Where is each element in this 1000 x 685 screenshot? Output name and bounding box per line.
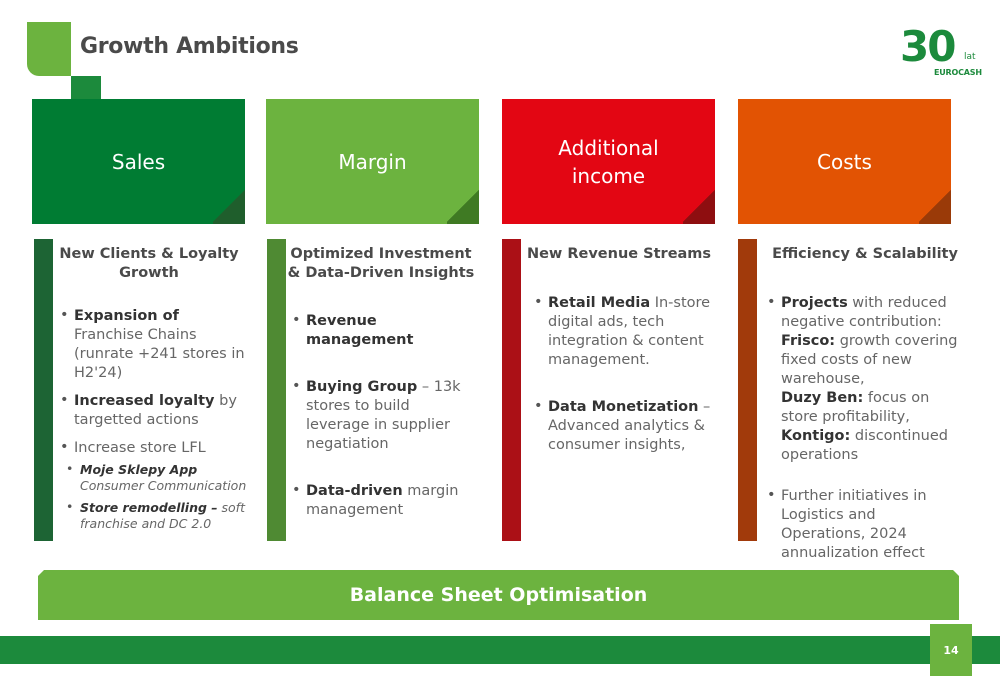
page-number: 14 bbox=[930, 624, 972, 676]
card-title: Sales bbox=[111, 149, 166, 174]
page-curl-icon bbox=[447, 188, 479, 224]
list-item: Increased loyalty by targetted actions bbox=[60, 391, 250, 430]
column-bar-costs bbox=[738, 239, 757, 541]
sub-list-item: Moje Sklepy App Consumer Communication bbox=[66, 461, 250, 494]
column-bar-additional-income bbox=[502, 239, 521, 541]
list-item: Retail Media In-store digital ads, tech … bbox=[534, 293, 719, 370]
corner-decoration bbox=[27, 22, 71, 76]
column-bar-margin bbox=[267, 239, 286, 541]
card-title: Additional income bbox=[558, 135, 659, 188]
card-margin: Margin bbox=[266, 99, 479, 224]
column-heading-additional-income: New Revenue Streams bbox=[526, 246, 712, 262]
page-curl-icon bbox=[683, 188, 715, 224]
column-bar-sales bbox=[34, 239, 53, 541]
page-curl-icon bbox=[213, 188, 245, 224]
page-curl-icon bbox=[919, 188, 951, 224]
list-item: Data Monetization – Advanced analytics &… bbox=[534, 397, 719, 455]
additional-income-list: Retail Media In-store digital ads, tech … bbox=[534, 293, 719, 464]
costs-list: Projects with reduced negative contribut… bbox=[767, 293, 961, 572]
list-item: Increase store LFL Moje Sklepy App Consu… bbox=[60, 438, 250, 532]
margin-list: Revenue management Buying Group – 13k st… bbox=[292, 311, 467, 529]
list-item: Revenue management bbox=[292, 311, 467, 350]
card-costs: Costs bbox=[738, 99, 951, 224]
list-item: Further initiatives in Logistics and Ope… bbox=[767, 486, 961, 563]
logo-brand: EUROCASH bbox=[934, 68, 982, 77]
balance-sheet-banner: Balance Sheet Optimisation bbox=[38, 570, 959, 620]
column-heading-sales: New Clients & Loyalty Growth bbox=[59, 246, 239, 281]
logo-number: 30 bbox=[900, 22, 956, 71]
corner-decoration-accent bbox=[71, 76, 101, 100]
card-additional-income: Additional income bbox=[502, 99, 715, 224]
list-item: Buying Group – 13k stores to build lever… bbox=[292, 377, 467, 454]
column-heading-costs: Efficiency & Scalability bbox=[772, 246, 958, 262]
card-title: Costs bbox=[817, 149, 872, 174]
sales-list: Expansion of Franchise Chains (runrate +… bbox=[60, 306, 250, 538]
column-heading-margin: Optimized Investment & Data-Driven Insig… bbox=[287, 246, 475, 281]
list-item: Data-driven margin management bbox=[292, 481, 467, 520]
list-item: Expansion of Franchise Chains (runrate +… bbox=[60, 306, 250, 383]
logo-suffix: lat bbox=[964, 52, 976, 62]
sub-list: Moje Sklepy App Consumer Communication S… bbox=[66, 461, 250, 532]
card-title: Margin bbox=[338, 149, 407, 174]
card-sales: Sales bbox=[32, 99, 245, 224]
sub-list-item: Store remodelling – soft franchise and D… bbox=[66, 499, 250, 532]
list-item: Projects with reduced negative contribut… bbox=[767, 293, 961, 465]
footer-bar bbox=[0, 636, 1000, 664]
page-title: Growth Ambitions bbox=[80, 34, 299, 59]
eurocash-30-logo: 30 lat EUROCASH bbox=[900, 24, 982, 84]
